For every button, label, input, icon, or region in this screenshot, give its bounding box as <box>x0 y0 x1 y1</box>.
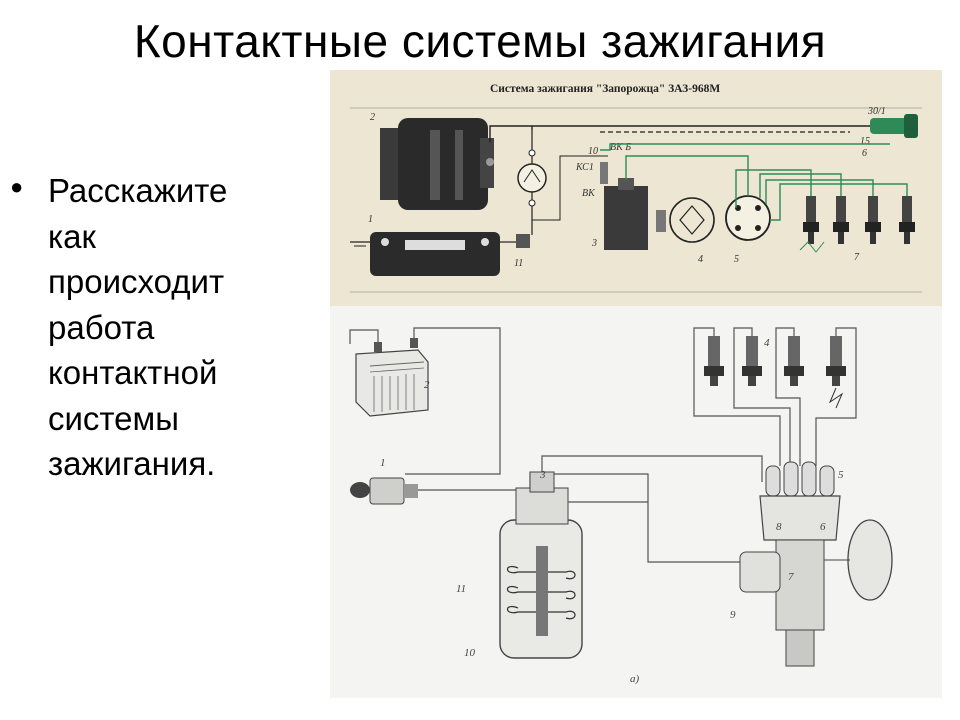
breaker-icon <box>656 197 715 243</box>
battery-icon <box>355 338 429 417</box>
battery-icon <box>370 232 500 276</box>
svg-text:6: 6 <box>820 521 826 533</box>
svg-text:10: 10 <box>464 647 476 659</box>
svg-text:5: 5 <box>734 254 739 265</box>
diagram-caption: Система зажигания "Запорожца" ЗАЗ-968М <box>490 83 720 95</box>
svg-text:3: 3 <box>539 469 546 481</box>
svg-text:2: 2 <box>424 379 430 391</box>
ignition-coil-icon <box>600 162 648 250</box>
svg-text:15: 15 <box>860 136 870 147</box>
svg-text:10: 10 <box>588 146 598 157</box>
svg-text:1: 1 <box>368 214 373 225</box>
svg-text:30/1: 30/1 <box>867 106 886 117</box>
svg-text:8: 8 <box>776 521 782 533</box>
svg-text:ВК Б: ВК Б <box>610 142 631 153</box>
svg-text:3: 3 <box>591 238 597 249</box>
spark-plug-icon <box>803 196 915 244</box>
svg-text:7: 7 <box>788 571 794 583</box>
svg-text:2: 2 <box>370 112 375 123</box>
contact-ignition-drawing: 2 1 3 11 10 4 <box>330 306 942 698</box>
spark-plug-icon <box>704 336 846 409</box>
svg-text:КС1: КС1 <box>575 162 594 173</box>
ignition-switch-icon <box>350 477 418 505</box>
svg-text:4: 4 <box>698 254 703 265</box>
svg-text:ВК: ВК <box>582 188 596 199</box>
bullet-dot-icon: ● <box>10 174 24 199</box>
generator-icon <box>380 118 494 210</box>
bullet-text: Расскажите как происходит работа контакт… <box>48 172 228 482</box>
svg-text:4: 4 <box>764 337 770 349</box>
ammeter-icon <box>517 163 547 193</box>
svg-text:1: 1 <box>380 457 386 469</box>
distributor-icon <box>739 461 893 667</box>
svg-text:11: 11 <box>514 258 523 269</box>
zaz-wiring-diagram: Система зажигания "Запорожца" ЗАЗ-968М 2 <box>330 70 942 306</box>
svg-text:5: 5 <box>838 469 844 481</box>
slide-title: Контактные системы зажигания <box>133 15 827 67</box>
svg-text:7: 7 <box>854 252 860 263</box>
green-wiring <box>600 143 908 221</box>
svg-text:11: 11 <box>456 583 466 595</box>
distributor-icon <box>725 195 771 241</box>
svg-text:9: 9 <box>730 609 736 621</box>
svg-text:а): а) <box>630 673 640 685</box>
svg-text:6: 6 <box>862 148 867 159</box>
ignition-coil-icon <box>499 471 583 659</box>
ignition-switch-icon <box>870 114 918 138</box>
